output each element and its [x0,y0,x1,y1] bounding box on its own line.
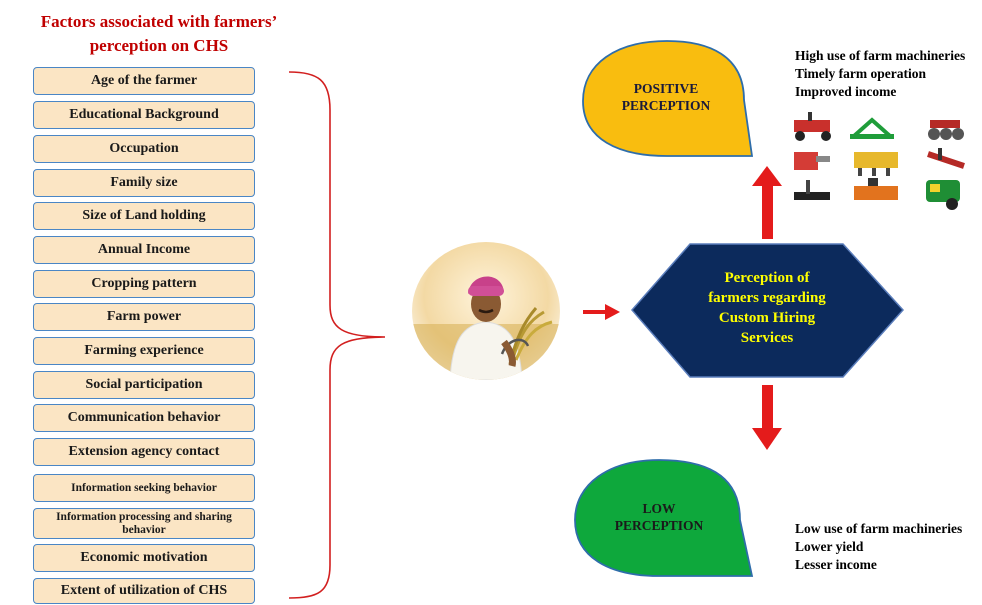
title-line-2: perception on CHS [89,36,229,55]
title-line-1: Factors associated with farmers’ [40,12,278,31]
farm-machinery-images [788,108,974,214]
center-line-2: farmers regarding [708,290,826,306]
factor-economic-motivation: Economic motivation [33,544,255,572]
machine-black-leveler-icon [794,180,830,200]
center-label: Perception of farmers regarding Custom H… [668,268,866,348]
low-outcome-2: Lower yield [795,539,864,554]
factor-information-processing: Information processing and sharing behav… [33,508,255,539]
machine-rotavator-icon [794,112,831,141]
factors-title: Factors associated with farmers’ percept… [0,10,318,58]
factor-family-size: Family size [33,169,255,197]
factor-communication-behavior: Communication behavior [33,404,255,432]
positive-line-1: POSITIVE [633,81,699,96]
factor-information-seeking: Information seeking behavior [33,474,255,502]
positive-outcome-3: Improved income [795,84,897,99]
factor-farming-experience: Farming experience [33,337,255,365]
center-line-1: Perception of [724,270,810,286]
low-bubble [574,459,754,577]
positive-outcome-2: Timely farm operation [795,66,926,81]
arrow-to-center-head [605,304,620,320]
machine-red-pump-icon [794,152,830,170]
positive-label: POSITIVE PERCEPTION [596,80,736,114]
factor-age: Age of the farmer [33,67,255,95]
center-line-4: Services [740,330,794,346]
machine-green-baler-icon [926,180,960,210]
arrow-down-shaft [762,385,773,430]
low-label: LOW PERCEPTION [590,500,728,534]
low-line-1: LOW [642,501,676,516]
center-hexagon [631,243,905,378]
arrow-down-head [752,428,782,450]
low-outcome-3: Lesser income [795,557,877,572]
farmer-photo [412,242,560,380]
machine-disc-harrow-icon [928,120,964,140]
factor-extension-contact: Extension agency contact [33,438,255,466]
machine-green-frame-icon [850,117,894,139]
factor-occupation: Occupation [33,135,255,163]
positive-outcomes: High use of farm machineries Timely farm… [795,47,965,101]
factor-education: Educational Background [33,101,255,129]
center-line-3: Custom Hiring [718,310,816,326]
machine-yellow-seeder-icon [854,152,898,176]
factor-annual-income: Annual Income [33,236,255,264]
machine-red-blade-icon [927,148,965,169]
machine-orange-tiller-icon [854,178,898,200]
positive-outcome-1: High use of farm machineries [795,48,966,63]
arrow-up-shaft [762,184,773,239]
low-line-2: PERCEPTION [614,518,704,533]
factor-farm-power: Farm power [33,303,255,331]
factor-utilization-chs: Extent of utilization of CHS [33,578,255,604]
low-outcome-1: Low use of farm machineries [795,521,963,536]
positive-line-2: PERCEPTION [621,98,711,113]
arrow-up-head [752,166,782,186]
positive-bubble [582,40,754,157]
low-outcomes: Low use of farm machineries Lower yield … [795,520,962,574]
factor-cropping-pattern: Cropping pattern [33,270,255,298]
factor-land-holding: Size of Land holding [33,202,255,230]
grouping-brace [288,71,386,599]
factor-social-participation: Social participation [33,371,255,399]
